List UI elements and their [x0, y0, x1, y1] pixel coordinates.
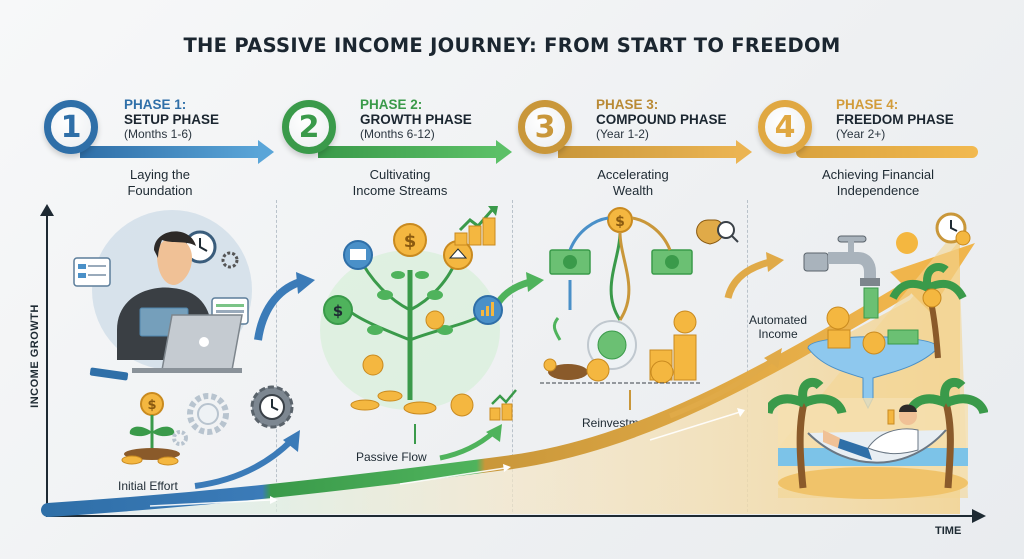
phase-divider — [512, 200, 513, 512]
x-axis — [46, 515, 974, 517]
svg-text:$: $ — [147, 398, 156, 413]
annotation-initial-effort: Initial Effort — [118, 479, 178, 493]
phase-2-badge: 2 — [282, 100, 336, 154]
reinvestment-up-arrow — [629, 390, 631, 410]
laptop-worker-icon — [73, 210, 252, 381]
annotation-passive-flow: Passive Flow — [356, 450, 427, 464]
annotation-automated-income: Automated Income — [748, 313, 808, 341]
phase-divider — [747, 200, 748, 512]
phase-2-heading: PHASE 2: — [360, 97, 423, 112]
phase-3-arrow — [558, 140, 752, 164]
phase-4-name: FREEDOM PHASE — [836, 112, 954, 127]
phase-4-description: Achieving Financial Independence — [821, 167, 934, 198]
phase-4-number: 4 — [774, 109, 796, 145]
phase-1-arrow — [80, 140, 274, 164]
phase-divider — [276, 200, 277, 512]
x-axis-arrow-icon — [972, 509, 986, 523]
phase-2-duration: (Months 6-12) — [360, 127, 435, 141]
phase-3-badge: 3 — [518, 100, 572, 154]
phase-4-duration: (Year 2+) — [836, 127, 886, 141]
phase-1-description: Laying the Foundation — [127, 167, 193, 198]
x-axis-label: TIME — [935, 525, 962, 537]
phase-2-name: GROWTH PHASE — [360, 112, 472, 127]
page-title: THE PASSIVE INCOME JOURNEY: FROM START T… — [183, 34, 841, 57]
phase-4-text: PHASE 4: FREEDOM PHASE (Year 2+) — [836, 97, 954, 142]
y-axis-arrow-icon — [40, 204, 54, 216]
svg-text:$: $ — [333, 302, 343, 320]
phase-2-text: PHASE 2: GROWTH PHASE (Months 6-12) — [360, 97, 472, 142]
phase-2-description: Cultivating Income Streams — [352, 167, 448, 198]
phase-1-heading: PHASE 1: — [124, 97, 187, 112]
phase-3-heading: PHASE 3: — [596, 97, 659, 112]
phase-1-duration: (Months 1-6) — [124, 127, 193, 141]
phase-2-arrow — [318, 140, 512, 164]
money-tree-icon: $ $ — [320, 206, 503, 417]
phase-1-badge: 1 — [44, 100, 98, 154]
phase-1-text: PHASE 1: SETUP PHASE (Months 1-6) — [124, 97, 219, 142]
svg-text:$: $ — [404, 231, 417, 252]
phase-4-heading: PHASE 4: — [836, 97, 899, 112]
phase-3-duration: (Year 1-2) — [596, 127, 649, 141]
phase-1-number: 1 — [60, 109, 82, 145]
rising-coins-icon — [489, 389, 517, 421]
phase-4-badge: 4 — [758, 100, 812, 154]
svg-text:$: $ — [615, 214, 625, 230]
sprout-coins-icon: $ — [121, 385, 294, 466]
phase-3-name: COMPOUND PHASE — [596, 112, 727, 127]
phase-3-number: 3 — [534, 109, 556, 145]
phase-3-description: Accelerating Wealth — [597, 167, 669, 198]
passive-flow-up-arrow — [414, 424, 416, 444]
phase-4-bar — [796, 146, 978, 158]
phase-2-number: 2 — [298, 109, 320, 145]
beach-hammock-icon — [768, 212, 988, 499]
phase-1-name: SETUP PHASE — [124, 112, 220, 127]
phase-3-text: PHASE 3: COMPOUND PHASE (Year 1-2) — [596, 97, 727, 142]
y-axis — [46, 212, 48, 516]
compounding-cycle-icon: $ — [540, 207, 739, 384]
